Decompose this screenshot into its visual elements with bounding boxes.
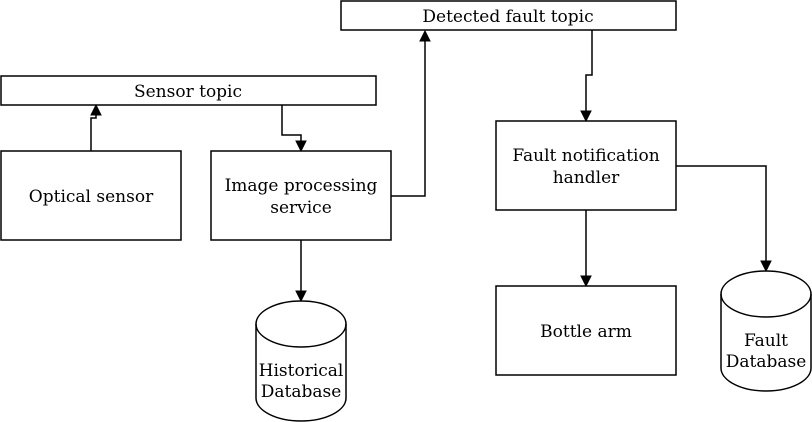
historical-database-label-line1: Historical <box>259 361 344 381</box>
fault-handler-label-line1: Fault notification <box>512 146 659 166</box>
fault-database-label-line2: Database <box>726 352 807 372</box>
fault-database-node: Fault Database <box>720 270 812 392</box>
fault-handler-label-line2: handler <box>553 168 620 188</box>
image-processing-label-line1: Image processing <box>225 176 378 196</box>
edge-optical-to-sensor-topic <box>90 103 102 151</box>
fault-notification-handler-node: Fault notification handler <box>495 120 677 211</box>
sensor-topic-node: Sensor topic <box>0 75 377 106</box>
historical-database-label-line2: Database <box>261 382 342 402</box>
bottle-arm-label: Bottle arm <box>540 322 632 342</box>
optical-sensor-label: Optical sensor <box>29 187 154 207</box>
edge-sensor-topic-to-image-processing <box>281 105 307 153</box>
image-processing-label-line2: service <box>270 198 332 218</box>
detected-fault-topic-node: Detected fault topic <box>340 0 677 31</box>
fault-database-label-line1: Fault <box>744 331 788 351</box>
image-processing-service-node: Image processing service <box>210 150 392 241</box>
historical-database-node: Historical Database <box>255 300 347 422</box>
edge-image-processing-to-detected-fault-topic <box>391 29 431 197</box>
sensor-topic-label: Sensor topic <box>134 82 242 102</box>
detected-fault-topic-label: Detected fault topic <box>422 7 593 27</box>
edge-fault-handler-to-fault-db <box>676 165 772 273</box>
edge-fault-handler-to-bottle-arm <box>580 210 592 288</box>
edge-detected-fault-topic-to-fault-handler <box>580 30 593 123</box>
edge-image-processing-to-historical-db <box>295 240 307 303</box>
bottle-arm-node: Bottle arm <box>495 285 677 376</box>
optical-sensor-node: Optical sensor <box>0 150 182 241</box>
